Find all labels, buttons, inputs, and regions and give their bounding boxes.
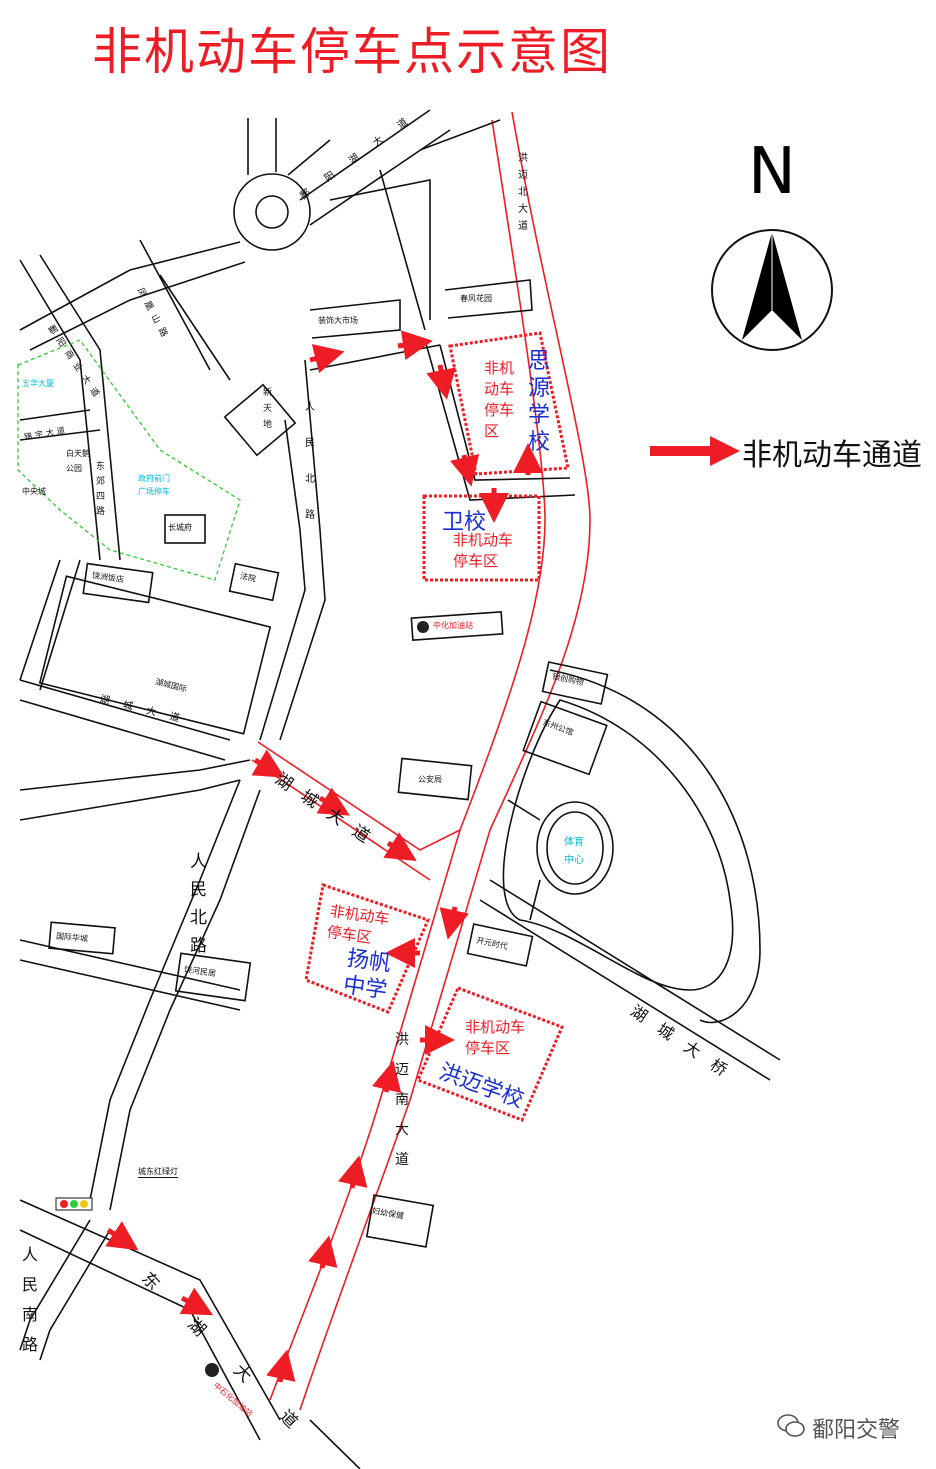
- route-arrow: [308, 1235, 338, 1269]
- block-dongzhou: [522, 700, 608, 776]
- block-kaiyuan: [466, 923, 534, 967]
- legend-label: 非机动车通道: [742, 438, 922, 473]
- block-fuyou: [365, 1194, 435, 1248]
- label-changfeng: 春风花园: [460, 294, 492, 303]
- block-hucheng-intl: [38, 575, 272, 735]
- route-arrow: [371, 1060, 402, 1094]
- route-arrows: [105, 330, 543, 1383]
- block-zhongshiyou: [410, 611, 504, 641]
- road-label-hongmai-north: 洪迈北大道: [518, 153, 528, 232]
- hucheng-road-red-edge-top: [257, 741, 461, 851]
- hucheng-road-red-edge-bottom: [251, 759, 431, 881]
- zone-yangfan: [304, 883, 431, 1014]
- route-arrow: [439, 906, 469, 940]
- block-yinchuang: [541, 661, 609, 705]
- siyuan-school-label: 思源学校: [528, 349, 551, 455]
- route-arrow: [316, 787, 350, 816]
- yangfan-parking-label: 非机动车停车区: [325, 902, 391, 947]
- legend-arrow-icon: [650, 436, 740, 466]
- label-baitian: 白天鹅公园: [66, 449, 90, 473]
- label-wuhua: 五华大厦: [22, 379, 54, 388]
- label-zhongyang: 中央城: [22, 487, 46, 496]
- yangfan-school-label: 扬帆中学: [341, 946, 393, 1004]
- route-arrow: [338, 1155, 368, 1189]
- route-arrow: [105, 1221, 139, 1251]
- compass: [711, 229, 833, 351]
- route-arrow: [266, 1349, 296, 1383]
- traffic-light-icon: [55, 1197, 93, 1211]
- north-label: N: [748, 135, 796, 209]
- road-label-dongjiao: 东郊四路: [96, 462, 106, 517]
- gas-station-icon: [205, 1363, 219, 1377]
- road-label-renmin-north-top: 人民北路: [305, 402, 315, 521]
- parking-zones: [304, 331, 570, 1122]
- route-arrow: [449, 453, 480, 487]
- block-raohe: [174, 952, 252, 1002]
- route-arrow: [383, 832, 417, 861]
- green-zone: [17, 339, 241, 581]
- block-gonganju: [397, 757, 473, 801]
- route-arrow: [426, 364, 456, 400]
- block-chengjie: [164, 514, 206, 544]
- label-chengjie: 长城府: [168, 523, 192, 532]
- hongmai-parking-label: 非机动车停车区: [465, 1018, 526, 1057]
- hongmai-road-left-edge: [269, 119, 546, 1401]
- watermark: 鄱阳交警: [812, 1418, 901, 1443]
- road-label-hongmai-south: 洪迈南大道: [395, 1032, 409, 1168]
- map-title: 非机动车停车点示意图: [92, 23, 612, 81]
- route-arrow: [251, 749, 285, 778]
- road-label-renmin-south: 人民南路: [22, 1245, 39, 1354]
- label-zhongshiyou: 中化加油站: [433, 621, 473, 630]
- siyuan-parking-label: 非机动车 停车区: [484, 359, 515, 440]
- weixiao-school-label: 卫校: [442, 510, 487, 535]
- hongmai-road-right-edge: [299, 111, 591, 1411]
- road-label-xintiandi: 新天地: [263, 388, 273, 430]
- block-raozhou: [82, 562, 154, 604]
- route-arrow: [309, 344, 345, 374]
- block-xintiandi: [223, 383, 297, 457]
- zone-hongmai: [416, 986, 564, 1122]
- label-gonganju: 公安局: [418, 775, 442, 784]
- zone-weixiao: [422, 494, 541, 582]
- block-guoji: [48, 921, 116, 955]
- road-label-renmin-north-low: 人民北路: [190, 852, 207, 956]
- road-network: [19, 109, 781, 1469]
- wechat-icon: [777, 1414, 805, 1437]
- label-hongludeng: 城东红绿灯: [138, 1167, 178, 1178]
- route-arrow: [397, 330, 433, 361]
- gas-station-icon: [417, 621, 429, 633]
- block-fayuan: [228, 562, 280, 602]
- zone-siyuan: [448, 331, 570, 476]
- label-zhuangshi: 装饰大市场: [318, 316, 358, 325]
- route-arrow: [179, 1287, 214, 1316]
- label-tiyu: 体育中心: [564, 837, 584, 866]
- weixiao-parking-label: 非机动车停车区: [453, 531, 514, 570]
- label-guangchang: 政府前门广场停车: [138, 474, 170, 496]
